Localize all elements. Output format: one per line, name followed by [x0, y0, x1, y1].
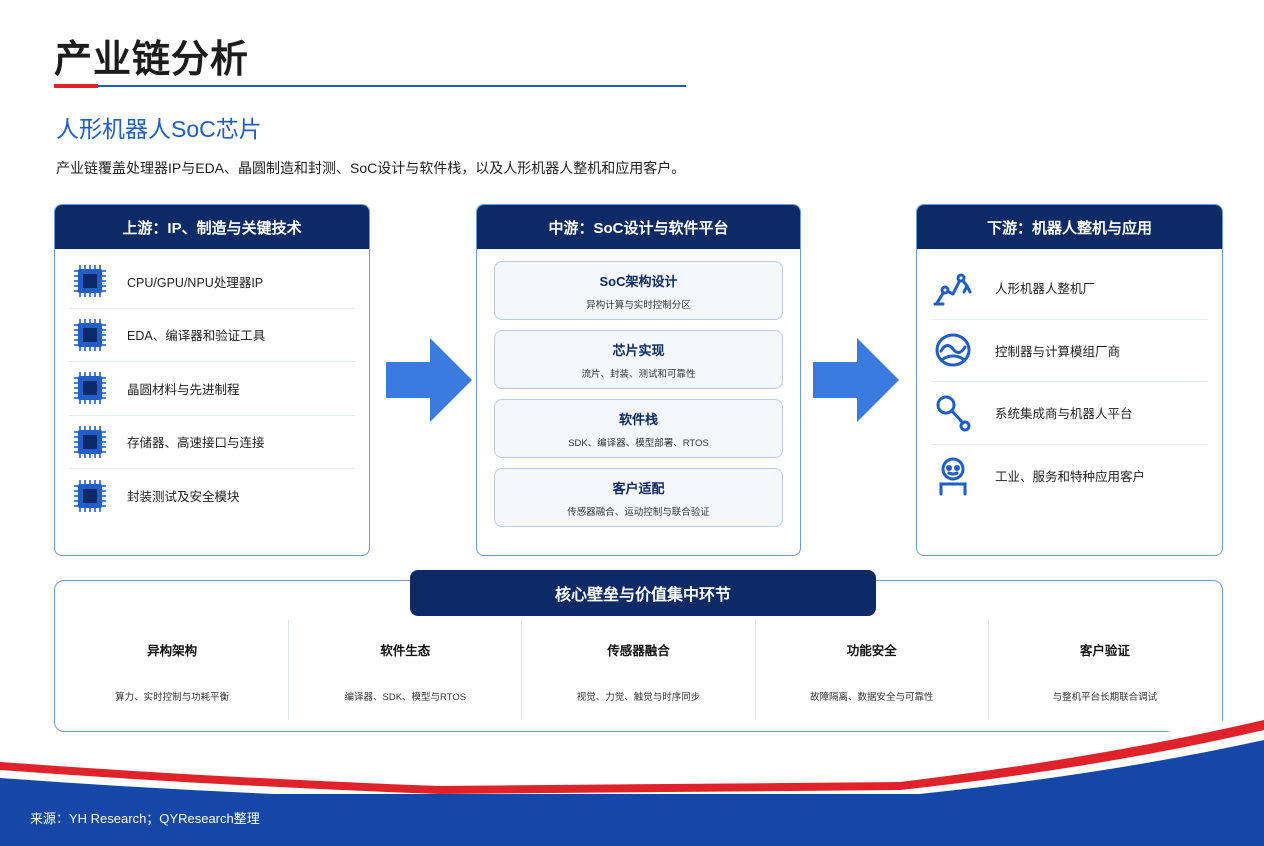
upstream-item-label: CPU/GPU/NPU处理器IP	[127, 275, 264, 290]
downstream-item: 工业、服务和特种应用客户	[931, 445, 1208, 508]
upstream-item: CPU/GPU/NPU处理器IP	[69, 255, 355, 309]
core-barriers-header: 核心壁垒与价值集中环节	[410, 570, 876, 616]
robot-arm-icon	[931, 270, 975, 306]
downstream-item-label: 人形机器人整机厂	[995, 282, 1096, 297]
core-item: 软件生态 编译器、SDK、模型与RTOS	[289, 620, 523, 720]
downstream-item-label: 系统集成商与机器人平台	[995, 407, 1133, 422]
midstream-card-title: SoC架构设计	[599, 273, 678, 289]
page-subtitle: 人形机器人SoC芯片	[56, 116, 262, 142]
midstream-list: SoC架构设计 异构计算与实时控制分区 芯片实现 流片、封装、测试和可靠性 软件…	[477, 249, 800, 527]
midstream-card-subtitle: 传感器融合、运动控制与联合验证	[567, 506, 710, 518]
page-title: 产业链分析	[54, 39, 250, 81]
downstream-list: 人形机器人整机厂 控制器与计算模组厂商	[917, 249, 1222, 507]
midstream-card-subtitle: 异构计算与实时控制分区	[586, 299, 691, 311]
downstream-item-label: 工业、服务和特种应用客户	[995, 470, 1146, 485]
chip-icon	[69, 264, 111, 298]
upstream-item: 封装测试及安全模块	[69, 469, 355, 523]
midstream-card-subtitle: SDK、编译器、模型部署、RTOS	[568, 437, 709, 449]
core-item-title: 传感器融合	[607, 644, 670, 658]
upstream-item-label: 晶圆材料与先进制程	[127, 382, 240, 397]
controller-icon	[931, 331, 975, 369]
customer-icon	[931, 456, 975, 496]
upstream-header: 上游：IP、制造与关键技术	[55, 205, 369, 249]
chip-icon	[69, 318, 111, 352]
midstream-card: 软件栈 SDK、编译器、模型部署、RTOS	[494, 399, 783, 458]
core-item-title: 客户验证	[1079, 644, 1130, 658]
integrator-icon	[931, 393, 975, 433]
midstream-panel: 中游：SoC设计与软件平台 SoC架构设计 异构计算与实时控制分区 芯片实现 流…	[476, 204, 801, 556]
title-underline	[54, 85, 686, 87]
upstream-item-label: EDA、编译器和验证工具	[127, 329, 266, 344]
source-note: 来源：YH Research；QYResearch整理	[30, 811, 260, 826]
core-item: 功能安全 故障隔离、数据安全与可靠性	[756, 620, 989, 720]
chip-icon	[69, 479, 111, 513]
downstream-item: 控制器与计算模组厂商	[931, 320, 1208, 382]
midstream-card-title: 软件栈	[618, 411, 658, 427]
title-underline-accent	[54, 84, 98, 88]
flow-arrow-right-icon	[386, 338, 472, 422]
core-item: 传感器融合 视觉、力觉、触觉与时序同步	[522, 620, 756, 720]
upstream-item: EDA、编译器和验证工具	[69, 309, 355, 362]
upstream-item: 存储器、高速接口与连接	[69, 416, 355, 469]
upstream-panel: 上游：IP、制造与关键技术 CPU/GPU/NPU处理器IP EDA、编译器和验…	[54, 204, 370, 556]
core-item-title: 软件生态	[380, 644, 431, 658]
page-description: 产业链覆盖处理器IP与EDA、晶圆制造和封测、SoC设计与软件栈，以及人形机器人…	[56, 160, 686, 176]
downstream-item: 系统集成商与机器人平台	[931, 382, 1208, 445]
midstream-card: SoC架构设计 异构计算与实时控制分区	[494, 261, 783, 320]
downstream-item-label: 控制器与计算模组厂商	[995, 344, 1121, 359]
midstream-card-title: 芯片实现	[612, 342, 665, 358]
midstream-card-title: 客户适配	[612, 480, 665, 496]
flow-arrow-right-icon	[813, 338, 899, 422]
midstream-card: 客户适配 传感器融合、运动控制与联合验证	[494, 468, 783, 527]
upstream-item-label: 存储器、高速接口与连接	[127, 436, 265, 451]
chip-icon	[69, 371, 111, 405]
upstream-list: CPU/GPU/NPU处理器IP EDA、编译器和验证工具 晶圆材料与先进制程 …	[55, 249, 369, 523]
chip-icon	[69, 425, 111, 459]
midstream-header: 中游：SoC设计与软件平台	[477, 205, 800, 249]
upstream-item: 晶圆材料与先进制程	[69, 362, 355, 416]
midstream-card-subtitle: 流片、封装、测试和可靠性	[581, 368, 696, 380]
core-item-subtitle: 视觉、力觉、触觉与时序同步	[576, 692, 701, 703]
footer-wave-decoration	[0, 712, 1264, 846]
core-item-subtitle: 算力、实时控制与功耗平衡	[115, 692, 230, 703]
core-item: 客户验证 与整机平台长期联合调试	[989, 620, 1221, 720]
core-item: 异构架构 算力、实时控制与功耗平衡	[56, 620, 290, 720]
downstream-panel: 下游：机器人整机与应用 人形机器人整机厂	[916, 204, 1223, 556]
core-item-subtitle: 编译器、SDK、模型与RTOS	[344, 692, 467, 703]
core-item-subtitle: 与整机平台长期联合调试	[1052, 692, 1158, 703]
upstream-item-label: 封装测试及安全模块	[127, 490, 240, 505]
downstream-item: 人形机器人整机厂	[931, 257, 1208, 320]
core-item-title: 功能安全	[846, 644, 897, 658]
core-barriers-columns: 异构架构 算力、实时控制与功耗平衡 软件生态 编译器、SDK、模型与RTOS 传…	[56, 620, 1221, 720]
downstream-header: 下游：机器人整机与应用	[917, 205, 1222, 249]
core-item-subtitle: 故障隔离、数据安全与可靠性	[809, 692, 934, 703]
core-item-title: 异构架构	[147, 644, 198, 658]
midstream-card: 芯片实现 流片、封装、测试和可靠性	[494, 330, 783, 389]
